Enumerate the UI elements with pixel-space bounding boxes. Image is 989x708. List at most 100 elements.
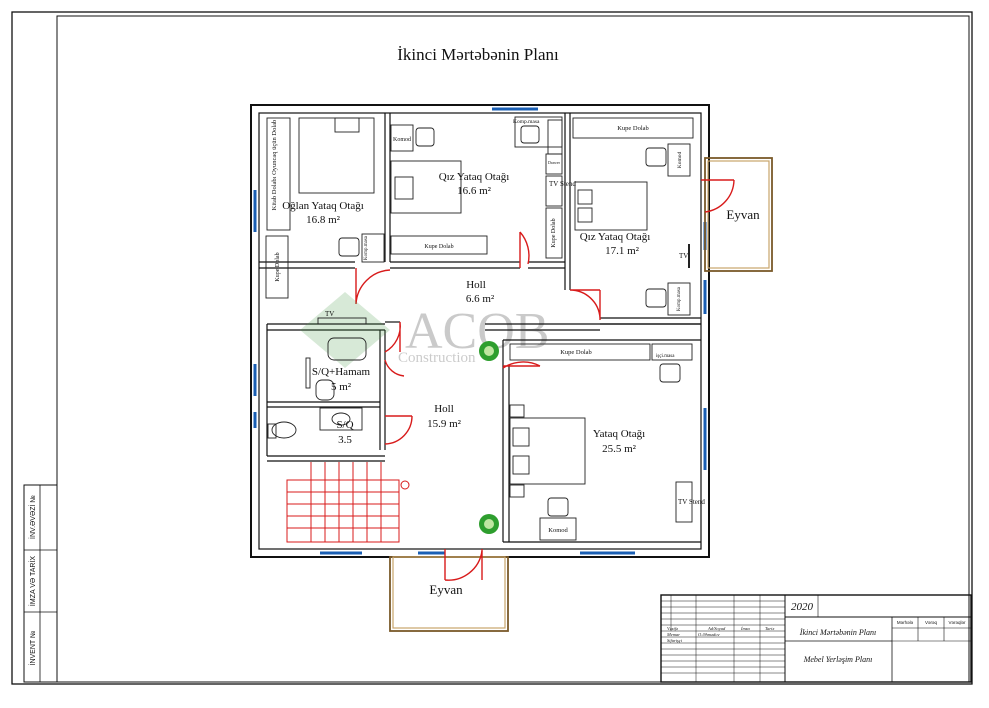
pillow-qiz1 — [394, 176, 414, 200]
room-eyvan-right: Eyvan — [726, 207, 760, 222]
sink-bath — [315, 379, 335, 401]
room-oglan-area: 16.8 m² — [306, 214, 341, 226]
tb-row-imza: İmza — [740, 626, 750, 631]
stamp-inv-evezi: İNV.ƏVƏZİ № — [28, 495, 37, 539]
pillow-oglan — [334, 117, 360, 133]
tb-project: İkinci Mərtəbənin Planı — [799, 628, 876, 637]
tb-row-memar-name: O.Əhmədov — [698, 632, 720, 637]
room-qiz2-name: Qız Yataq Otağı — [580, 231, 651, 243]
isci-masa — [651, 343, 693, 361]
bed-yataq — [509, 417, 586, 485]
tb-col-merhele: Mərhələ — [897, 620, 914, 625]
bookcase — [266, 117, 291, 231]
label-kitab-dolabi: Kitab Dolabı Oyuncaq üçün Dolab — [271, 120, 278, 211]
furniture — [265, 116, 694, 541]
tb-row-sifarisci: Sifarişçi — [667, 638, 683, 643]
plant-upper — [479, 341, 499, 361]
room-oglan-name: Oğlan Yataq Otağı — [282, 200, 364, 212]
room-holl2-name: Holl — [434, 403, 454, 415]
komod-yataq — [539, 517, 577, 541]
watermark-main: ACOB — [405, 303, 549, 360]
outer-border — [11, 11, 973, 685]
watermark-sub: Construction — [398, 350, 476, 366]
room-qiz2-area: 17.1 m² — [605, 245, 640, 257]
room-qiz1-area: 16.6 m² — [457, 185, 492, 197]
desk-qiz2 — [667, 282, 691, 316]
bathtub — [327, 337, 367, 361]
kupe-qiz1 — [390, 235, 488, 255]
toilet — [271, 421, 297, 439]
room-yataq-name: Yataq Otağı — [593, 428, 645, 440]
bed-oglan — [298, 117, 375, 194]
room-holl2-area: 15.9 m² — [427, 418, 462, 430]
shower-bar — [305, 357, 311, 389]
room-holl1-area: 6.6 m² — [466, 293, 495, 305]
bed-qiz2 — [574, 181, 648, 231]
nightstand-b — [509, 484, 525, 498]
pillow-yataq-a — [512, 427, 530, 447]
inner-border — [56, 15, 970, 683]
label-tv-1: TV — [679, 252, 688, 260]
label-komod-1: Komod — [393, 137, 411, 143]
label-kupe-dolab-v: Kupe Dolab — [551, 218, 557, 247]
sink-bowl — [331, 412, 351, 426]
kupe-v-qiz1 — [545, 207, 563, 259]
label-komp-masa-2: Komp.masa — [364, 235, 369, 260]
tv-stend-yataq — [675, 481, 693, 523]
label-kupe-qiz1: Kupe Dolab — [424, 244, 453, 250]
label-komp-masa-1: Komp.masa — [513, 119, 540, 125]
desk-oglan — [361, 233, 385, 263]
plant-lower — [479, 514, 499, 534]
side-stamp: İNV.ƏVƏZİ № İMZA VƏ TARİX İNVENT № — [23, 484, 58, 683]
chair-qiz2 — [645, 147, 667, 167]
room-sq-hamam-name: S/Q+Hamam — [312, 366, 371, 378]
tb-row-memar: Memar — [666, 632, 680, 637]
label-isci-masa: işçi.masa — [656, 354, 675, 359]
pillow-qiz2b — [577, 207, 593, 223]
drawer-unit — [545, 153, 563, 175]
drawing-title: İkinci Mərtəbənin Planı — [397, 45, 559, 64]
sink-sq — [319, 407, 363, 431]
room-sq-name: S/Q — [336, 419, 353, 431]
chair-qiz1b — [520, 125, 540, 144]
label-tv-stend-1: TV Stend — [549, 180, 576, 188]
room-holl1-name: Holl — [466, 279, 486, 291]
kupe-yataq — [509, 343, 651, 361]
chair-qiz2b — [645, 288, 667, 308]
komod-qiz1 — [390, 124, 414, 152]
tv-stend-qiz1 — [545, 175, 563, 207]
windows — [253, 107, 707, 555]
label-kupe-yataq: Kupe Dolab — [560, 349, 592, 356]
title-block — [660, 594, 972, 683]
chair-yataq-bottom — [547, 497, 569, 517]
label-drawer: Drawer — [548, 160, 561, 165]
room-eyvan-bottom: Eyvan — [429, 582, 463, 597]
chair-oglan — [338, 237, 360, 257]
label-kupe-top-right: Kupe Dolab — [617, 125, 649, 132]
tb-row-adsoyad: Ad/Soyad — [707, 626, 726, 631]
label-komod-2: Komod — [677, 152, 683, 169]
toilet-tank — [267, 423, 277, 439]
wardrobe-oglan — [265, 235, 289, 299]
chair-yataq-top — [659, 363, 681, 383]
room-yataq-area: 25.5 m² — [602, 443, 637, 455]
balcony-bottom — [389, 556, 509, 632]
label-tv-2: TV — [325, 310, 334, 318]
label-kupe-left: Kupe Dolab — [275, 252, 281, 281]
kupe-qiz2 — [572, 117, 694, 139]
pillow-qiz2a — [577, 189, 593, 205]
pillow-yataq-b — [512, 455, 530, 475]
tb-col-vereqler: Vərəqlər — [948, 620, 966, 625]
label-komod-3: Komod — [548, 527, 568, 534]
balcony-right — [704, 157, 773, 272]
tb-row-tarix: Tarix — [765, 626, 774, 631]
tb-year: 2020 — [791, 601, 814, 613]
tv-oglan — [317, 317, 367, 325]
nightstand-a — [509, 404, 525, 418]
komod-qiz2 — [667, 143, 691, 177]
label-komp-masa-3: Komp.masa — [677, 286, 682, 311]
watermark: ACOB Construction — [300, 292, 549, 368]
doors — [355, 179, 735, 581]
